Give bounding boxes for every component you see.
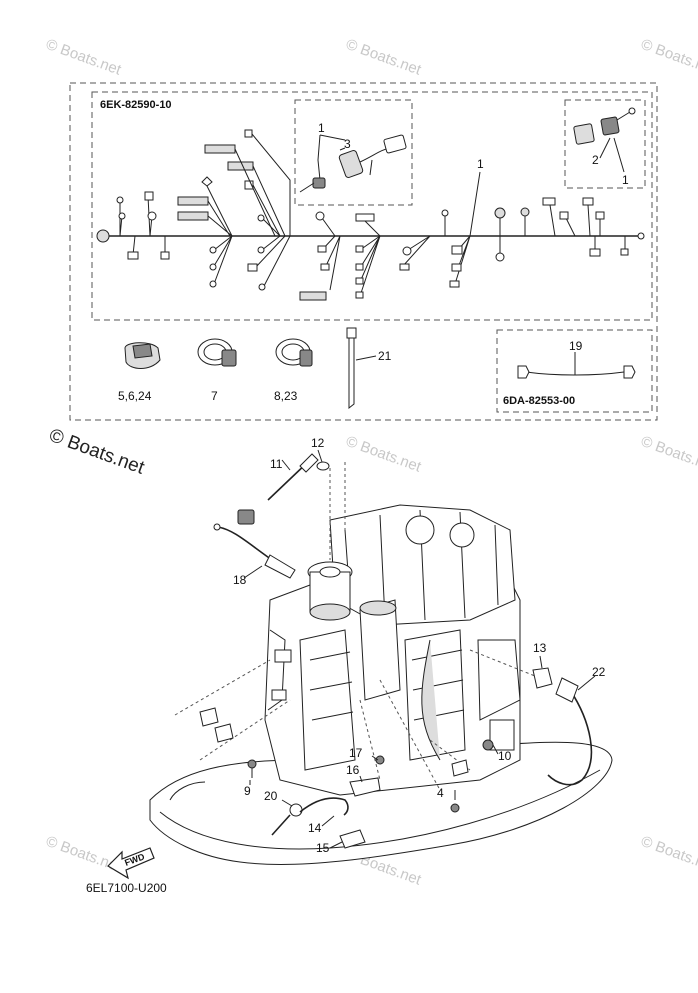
callout-15[interactable]: 15	[316, 841, 330, 855]
callout-12[interactable]: 12	[311, 436, 325, 450]
callout-16[interactable]: 16	[346, 763, 360, 777]
multi-pin-connector	[177, 211, 209, 221]
sensor-11[interactable]	[267, 453, 319, 501]
connector-detail[interactable]	[299, 134, 407, 193]
bolt-9[interactable]	[247, 759, 257, 785]
callout-11[interactable]: 11	[270, 457, 283, 471]
callout-3[interactable]: 3	[344, 137, 351, 151]
kit-outer-frame	[69, 82, 658, 421]
sensor-13[interactable]	[532, 655, 553, 689]
callout-22[interactable]: 22	[592, 665, 606, 679]
connector-bracket	[199, 707, 469, 777]
cable-tie-21[interactable]	[346, 327, 377, 410]
kit-code-label: 6EK-82590-10	[100, 99, 172, 111]
clamp-5-6-24[interactable]	[124, 342, 161, 369]
diagram-code-label: 6EL7100-U200	[86, 881, 167, 895]
plug-detail[interactable]	[573, 107, 636, 173]
wire-harness[interactable]	[96, 129, 645, 301]
sensor-20[interactable]	[271, 799, 303, 836]
washer-12[interactable]	[316, 449, 330, 471]
callout-1[interactable]: 1	[477, 157, 484, 171]
clamp-7[interactable]	[197, 338, 237, 367]
callout-18[interactable]: 18	[233, 573, 247, 587]
callout-5-6-24[interactable]: 5,6,24	[118, 389, 152, 403]
plug-detail-frame	[564, 99, 646, 189]
connector-detail-frame	[294, 99, 413, 206]
sub-kit-code-label: 6DA-82553-00	[503, 395, 575, 407]
bracket-16[interactable]	[349, 775, 381, 797]
fwd-arrow-icon: FWD	[107, 847, 155, 880]
callout-21[interactable]: 21	[378, 349, 392, 363]
bolt-10[interactable]	[482, 739, 499, 755]
harness-14[interactable]	[299, 797, 349, 827]
callout-9[interactable]: 9	[244, 784, 251, 798]
harness-branch-left	[119, 195, 166, 256]
bolt-17[interactable]	[371, 755, 385, 765]
bolt-4[interactable]	[450, 790, 460, 813]
callout-10[interactable]: 10	[498, 749, 512, 763]
harness-grommet	[96, 229, 110, 243]
watermark: © Boats.net	[639, 833, 698, 876]
callout-7[interactable]: 7	[211, 389, 218, 403]
multi-pin-connector	[227, 161, 254, 171]
watermark: © Boats.net	[639, 433, 698, 476]
callout-1[interactable]: 1	[318, 121, 325, 135]
multi-pin-connector	[177, 196, 209, 206]
callout-13[interactable]: 13	[533, 641, 547, 655]
engine-leaders	[174, 462, 541, 791]
sub-kit-frame	[496, 329, 653, 413]
callout-2[interactable]: 2	[592, 153, 599, 167]
clamp-8-23[interactable]	[275, 338, 313, 367]
lead-wire-19[interactable]	[517, 352, 636, 379]
wire-harness-frame	[91, 91, 653, 321]
callout-14[interactable]: 14	[308, 821, 322, 835]
callout-20[interactable]: 20	[264, 789, 278, 803]
watermark: © Boats.net	[44, 833, 124, 876]
callout-1[interactable]: 1	[622, 173, 629, 187]
watermark: © Boats.net	[639, 36, 698, 79]
engine-block	[149, 504, 613, 865]
callout-8-23[interactable]: 8,23	[274, 389, 298, 403]
watermark: © Boats.net	[344, 36, 424, 79]
cover-15[interactable]	[329, 829, 366, 849]
multi-pin-connector	[204, 144, 236, 154]
watermark: © Boats.net	[344, 433, 424, 476]
sensor-18[interactable]	[213, 509, 296, 579]
watermark-primary: © Boats.net	[46, 425, 147, 479]
callout-17[interactable]: 17	[349, 746, 363, 760]
watermark: © Boats.net	[44, 36, 124, 79]
lead-22[interactable]	[547, 675, 596, 786]
callout-19[interactable]: 19	[569, 339, 583, 353]
multi-pin-connector	[299, 291, 327, 301]
callout-4[interactable]: 4	[437, 786, 444, 800]
